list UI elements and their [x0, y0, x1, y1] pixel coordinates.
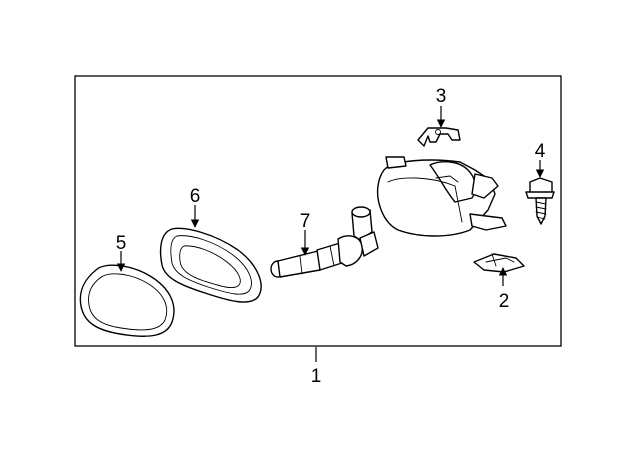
- part-7-bulb-socket[interactable]: [270, 206, 379, 278]
- callout-6: 6: [190, 186, 201, 207]
- part-5-lens-cover[interactable]: [79, 264, 175, 337]
- callout-2: 2: [499, 291, 510, 312]
- callout-4: 4: [535, 141, 546, 162]
- callout-3: 3: [436, 86, 447, 107]
- part-2-nut-clip[interactable]: [473, 253, 525, 273]
- callout-1: 1: [311, 366, 322, 387]
- callout-5: 5: [116, 233, 127, 254]
- part-3-clip[interactable]: [417, 127, 461, 147]
- callout-7: 7: [300, 211, 311, 232]
- fog-lamp-housing[interactable]: [376, 156, 507, 237]
- part-4-bolt[interactable]: [525, 177, 555, 225]
- part-6-bezel[interactable]: [159, 227, 262, 303]
